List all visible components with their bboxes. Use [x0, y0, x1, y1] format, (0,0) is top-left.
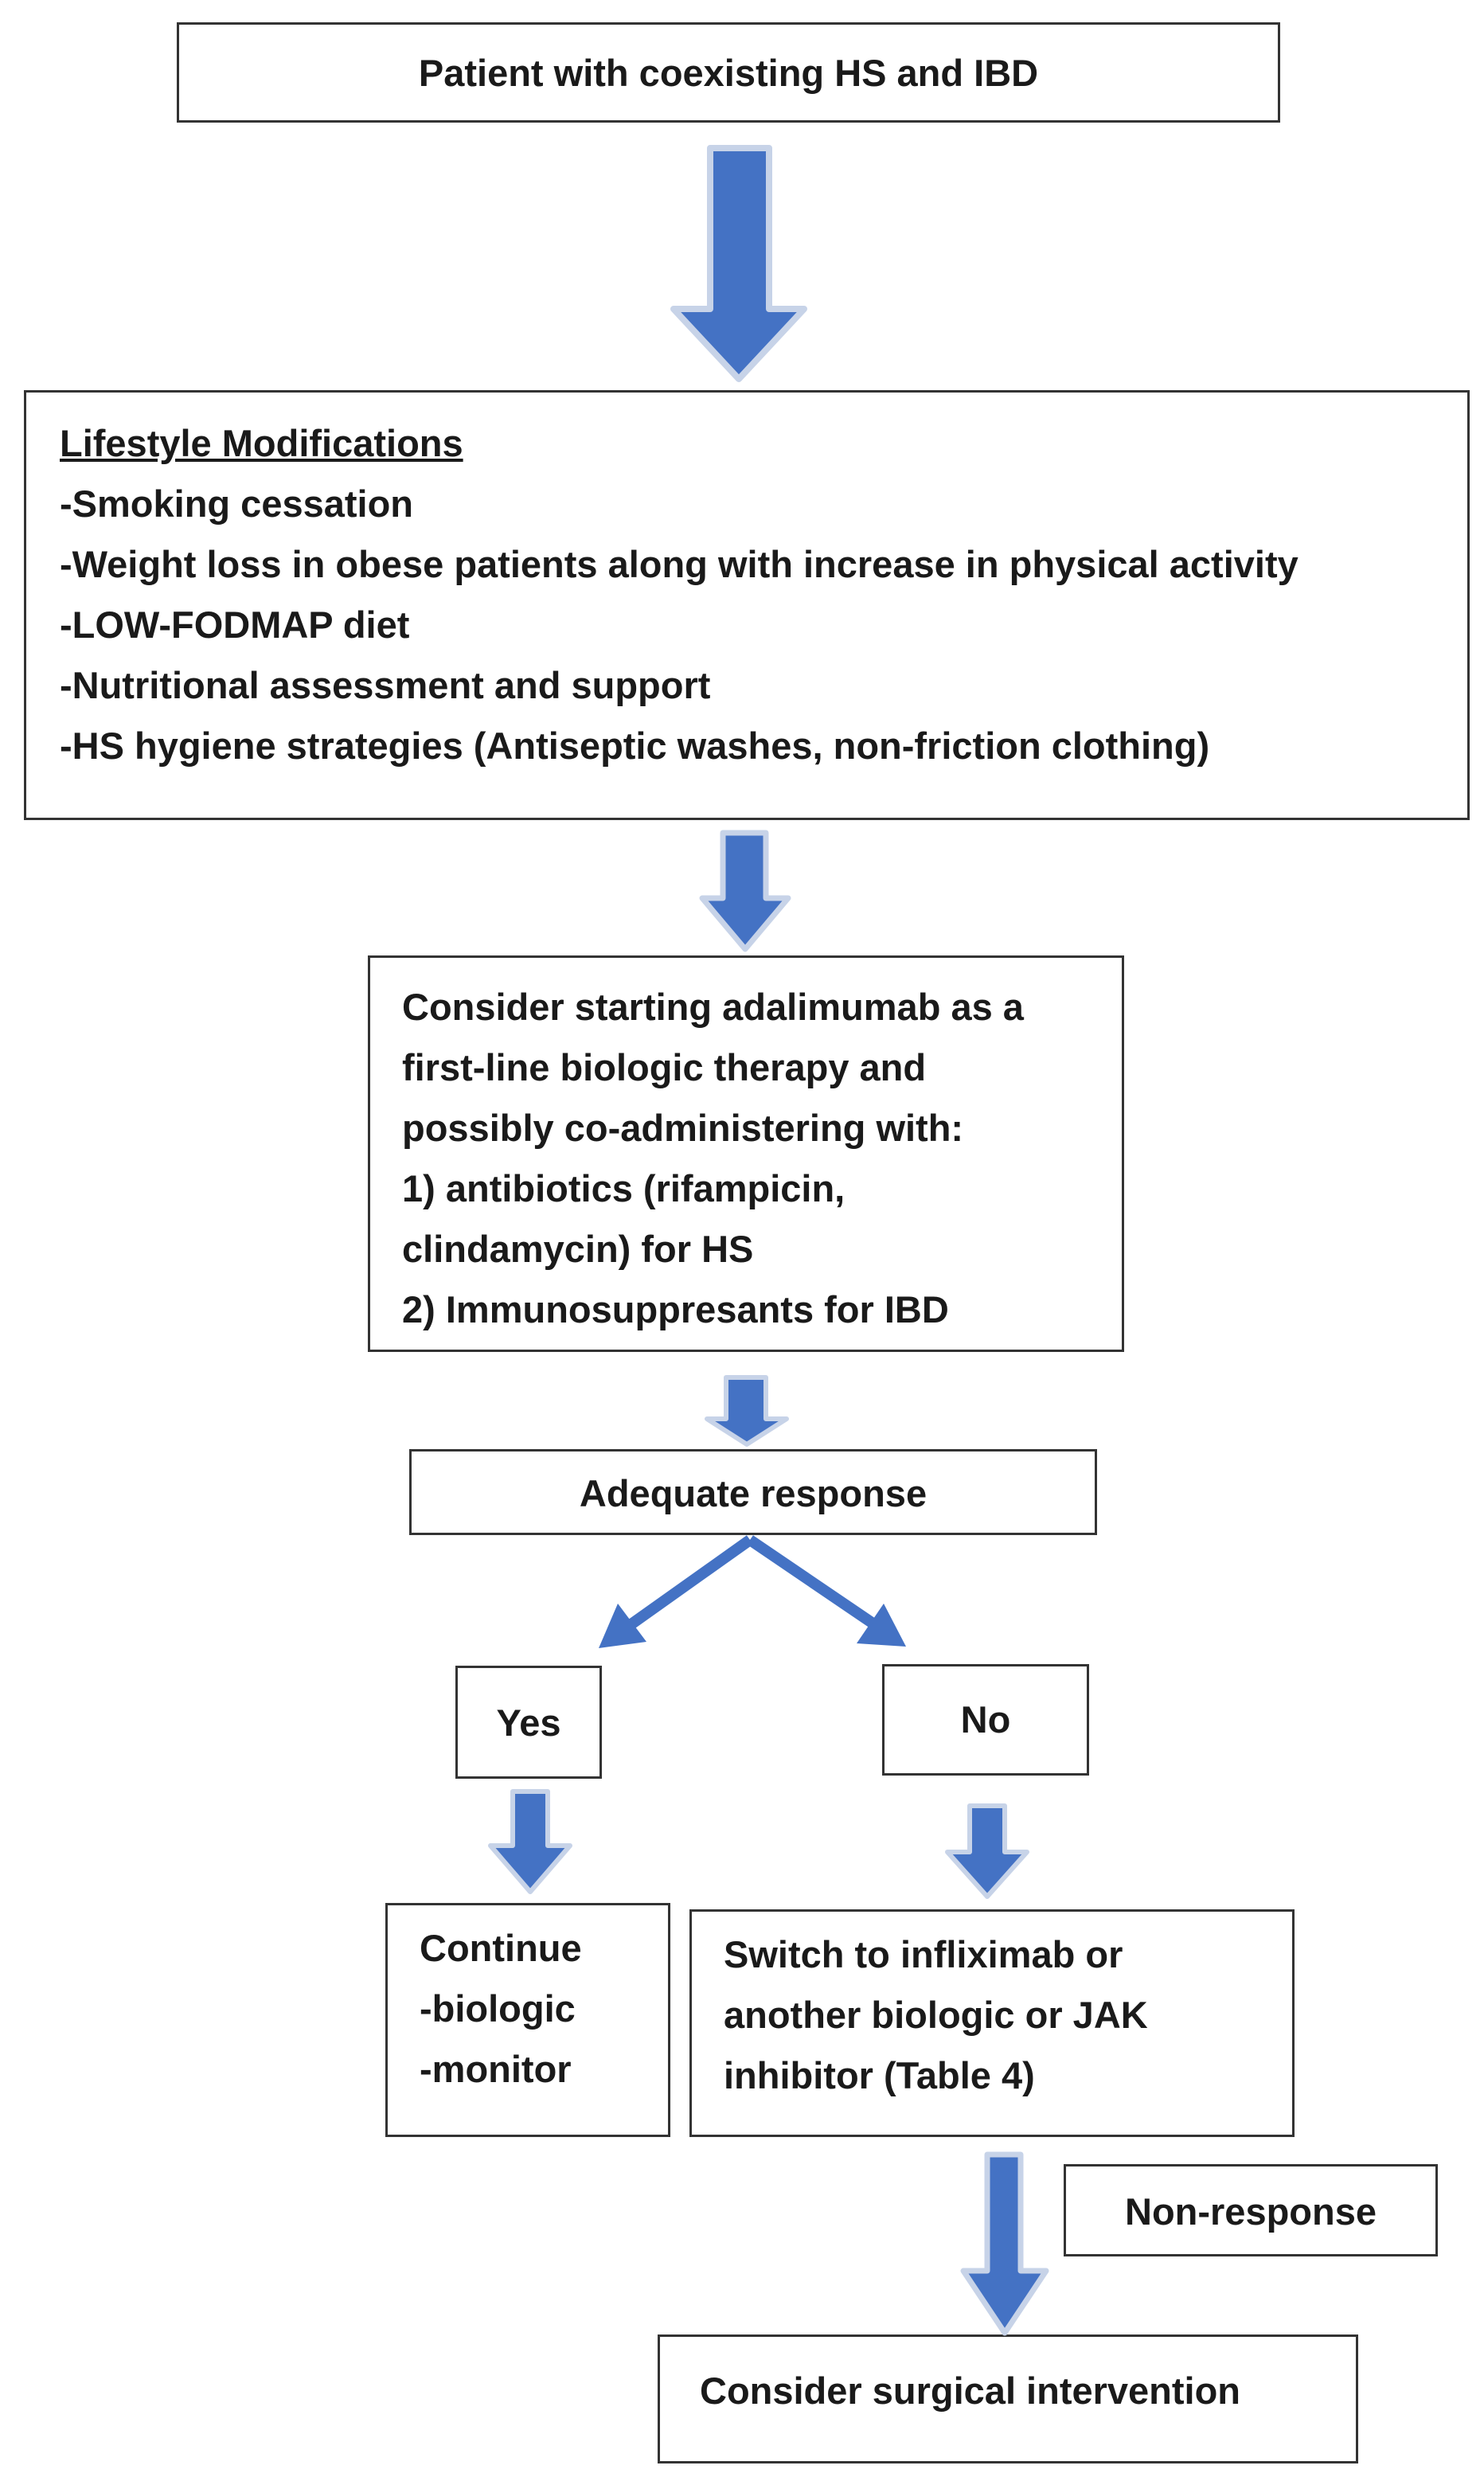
diagonal-arrow-line	[747, 1535, 877, 1629]
continue-text: -biologic	[420, 1987, 576, 2030]
lifestyle-item: -Smoking cessation	[60, 483, 413, 525]
start-text: Patient with coexisting HS and IBD	[418, 52, 1039, 94]
yes-box: Yes	[455, 1666, 602, 1779]
lifestyle-item: -Nutritional assessment and support	[60, 664, 711, 706]
diagonal-arrow-head	[599, 1604, 646, 1648]
first-line-text: Consider starting adalimumab as a	[402, 986, 1024, 1028]
first-line-text: 2) Immunosuppresants for IBD	[402, 1288, 949, 1330]
lifestyle-item: -HS hygiene strategies (Antiseptic washe…	[60, 725, 1210, 767]
down-block-arrow	[945, 1803, 1029, 1899]
continue-box: Continue -biologic -monitor	[385, 1903, 670, 2137]
continue-text: Continue	[420, 1927, 582, 1969]
no-box: No	[882, 1664, 1089, 1776]
yes-text: Yes	[496, 1702, 561, 1744]
switch-box: Switch to infliximab or another biologic…	[689, 1909, 1295, 2137]
switch-text: inhibitor (Table 4)	[724, 2054, 1035, 2096]
first-line-text: first-line biologic therapy and	[402, 1046, 927, 1088]
switch-text: another biologic or JAK	[724, 1994, 1148, 2036]
down-block-arrow	[705, 1375, 789, 1447]
no-text: No	[960, 1698, 1011, 1741]
first-line-therapy-box: Consider starting adalimumab as a first-…	[368, 955, 1124, 1352]
non-response-box: Non-response	[1064, 2164, 1438, 2256]
down-block-arrow	[670, 145, 807, 382]
diagonal-arrow-head	[857, 1604, 906, 1647]
lifestyle-title: Lifestyle Modifications	[60, 422, 463, 464]
continue-text: -monitor	[420, 2048, 572, 2090]
decision-text: Adequate response	[579, 1472, 928, 1514]
lifestyle-item: -Weight loss in obese patients along wit…	[60, 543, 1298, 585]
surgery-box: Consider surgical intervention	[658, 2334, 1358, 2463]
down-block-arrow	[699, 830, 791, 952]
start-box: Patient with coexisting HS and IBD	[177, 22, 1280, 123]
diagonal-arrow-line	[625, 1535, 754, 1631]
lifestyle-box: Lifestyle Modifications -Smoking cessati…	[24, 390, 1470, 820]
first-line-text: clindamycin) for HS	[402, 1228, 754, 1270]
down-block-arrow	[488, 1789, 572, 1894]
decision-box: Adequate response	[409, 1449, 1097, 1535]
surgery-text: Consider surgical intervention	[700, 2370, 1241, 2412]
switch-text: Switch to infliximab or	[724, 1933, 1123, 1975]
down-block-arrow	[960, 2151, 1049, 2336]
lifestyle-item: -LOW-FODMAP diet	[60, 604, 410, 646]
first-line-text: possibly co-administering with:	[402, 1107, 964, 1149]
first-line-text: 1) antibiotics (rifampicin,	[402, 1167, 845, 1209]
non-response-text: Non-response	[1125, 2190, 1377, 2233]
